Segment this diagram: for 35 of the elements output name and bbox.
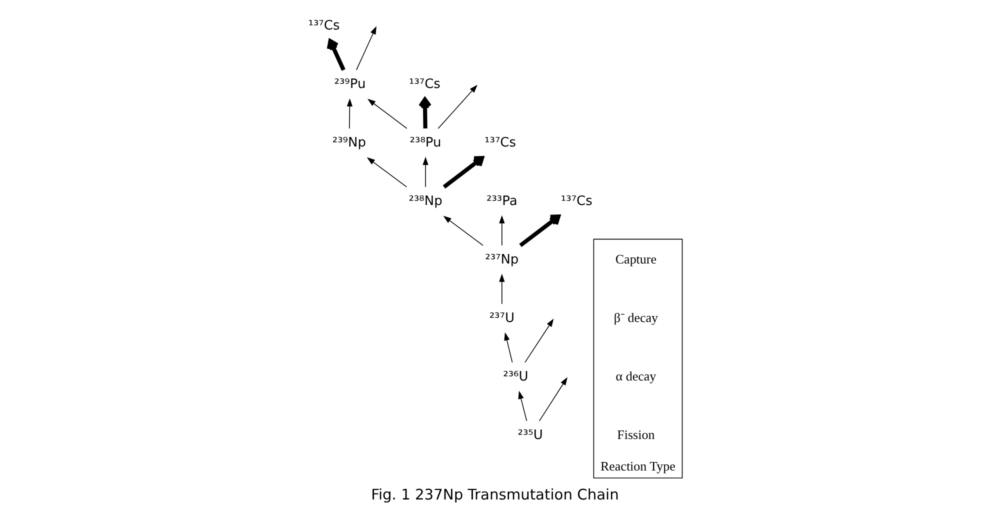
arrow <box>438 84 478 129</box>
arrow <box>524 318 554 363</box>
legend-label: Fission <box>617 426 655 442</box>
arrow <box>538 377 568 422</box>
node-text: ²³⁹Pu <box>334 76 366 92</box>
arrow <box>499 215 505 246</box>
arrow <box>504 332 513 363</box>
node-text: ²³⁷U <box>489 310 514 326</box>
arrow <box>346 98 353 129</box>
node-text: ¹³⁷Cs <box>484 135 516 150</box>
node-text: ¹³⁷Cs <box>308 18 340 34</box>
arrow <box>356 26 376 70</box>
arrow <box>422 156 428 188</box>
node-text: ²³⁸Pu <box>410 135 442 150</box>
arrow <box>499 274 505 304</box>
node-text: ²³³Pa <box>486 194 518 209</box>
node-text: ²³⁶U <box>503 369 528 384</box>
legend-label: β⁻ decay <box>614 310 658 325</box>
arrow <box>518 390 528 422</box>
arrow <box>366 157 408 188</box>
node-text: ²³⁸Np <box>408 194 442 209</box>
node-text: ¹³⁷Cs <box>409 76 440 92</box>
arrow <box>443 216 484 246</box>
node-text: ²³⁷Np <box>485 252 519 268</box>
caption: Fig. 1 237Np Transmutation Chain <box>371 486 619 504</box>
legend-label: Capture <box>615 251 656 266</box>
arrow <box>326 39 346 71</box>
node-text: ¹³⁷Cs <box>560 194 592 209</box>
arrow <box>418 98 432 128</box>
arrow <box>367 98 408 129</box>
legend-label: α decay <box>616 368 656 384</box>
arrow <box>442 156 484 189</box>
arrow <box>519 214 560 248</box>
node-text: ²³⁹Np <box>332 135 366 150</box>
node-text: ²³⁵U <box>518 428 543 443</box>
